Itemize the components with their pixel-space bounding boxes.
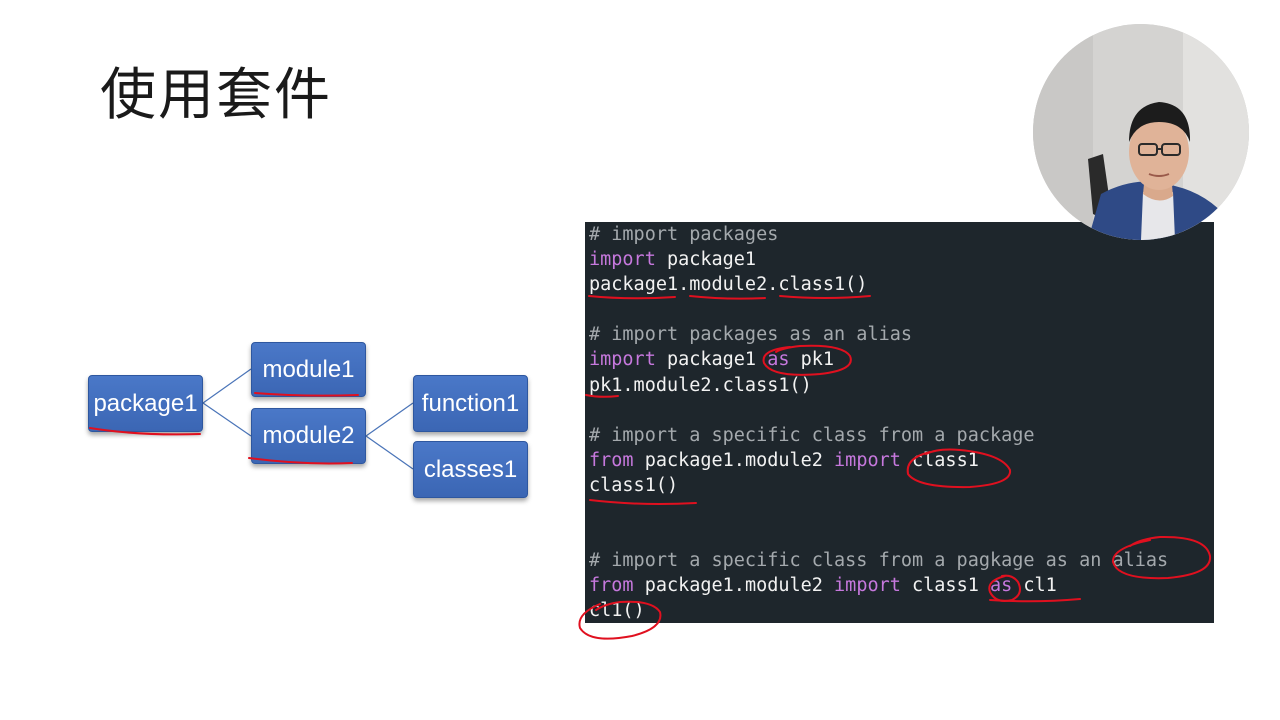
connector-module2-function1 [365,402,414,437]
node-module1: module1 [251,342,366,397]
code-line: # import packages [589,222,1214,247]
code-token: package1 [655,349,768,371]
code-keyword: as [767,349,790,371]
code-line: # import a specific class from a pagkage… [589,548,1214,573]
slide-title: 使用套件 [100,63,332,128]
code-line: package1.module2.class1() [589,272,1214,297]
code-token: package1.module2 [633,449,835,471]
connector-package1-module1 [202,368,252,404]
code-keyword: import [589,249,656,271]
code-comment: # import a specific class from a package [589,424,1035,446]
code-line [589,297,1214,322]
node-module2: module2 [251,408,366,464]
code-line: import package1 as pk1 [589,347,1214,372]
code-line [589,523,1214,548]
presenter-webcam [1033,24,1249,240]
package-hierarchy-diagram: package1 module1 module2 function1 class… [0,0,560,720]
code-token: class1() [589,474,679,496]
code-line [589,498,1214,523]
code-comment: # import packages [589,224,779,245]
code-token: cl1() [589,600,645,622]
code-keyword: as [989,575,1013,597]
code-comment: # import a specific class from a pagkage… [589,550,1169,572]
node-classes1: classes1 [413,441,528,498]
code-line: # import a specific class from a package [589,423,1214,448]
node-function1: function1 [413,375,528,432]
code-line: # import packages as an alias [589,322,1214,347]
code-line: pk1.module2.class1() [589,373,1214,398]
code-token: cl1 [1012,575,1057,597]
code-line: cl1() [589,598,1214,623]
code-token: package1.module2 [633,575,835,597]
code-keyword: from [589,449,634,471]
code-keyword: import [589,349,656,371]
code-token: package1.module2.class1() [589,274,868,296]
code-line: import package1 [589,247,1214,272]
code-keyword: import [834,575,901,597]
code-line: from package1.module2 import class1 [589,448,1214,473]
code-line: class1() [589,473,1214,498]
code-comment: # import packages as an alias [589,324,913,346]
code-token: class1 [900,575,990,597]
code-keyword: from [589,575,634,597]
code-line [589,398,1214,423]
code-keyword: import [834,449,901,471]
presenter-image [1033,24,1249,240]
code-token: pk1.module2.class1() [589,374,812,396]
code-token: pk1 [789,349,835,371]
diagram-connectors [202,368,414,470]
code-token: class1 [900,449,979,471]
node-package1: package1 [88,375,203,432]
connector-module2-classes1 [365,435,414,470]
code-token: package1 [655,249,757,271]
code-line: from package1.module2 import class1 as c… [589,573,1214,598]
connector-package1-module2 [202,402,252,437]
